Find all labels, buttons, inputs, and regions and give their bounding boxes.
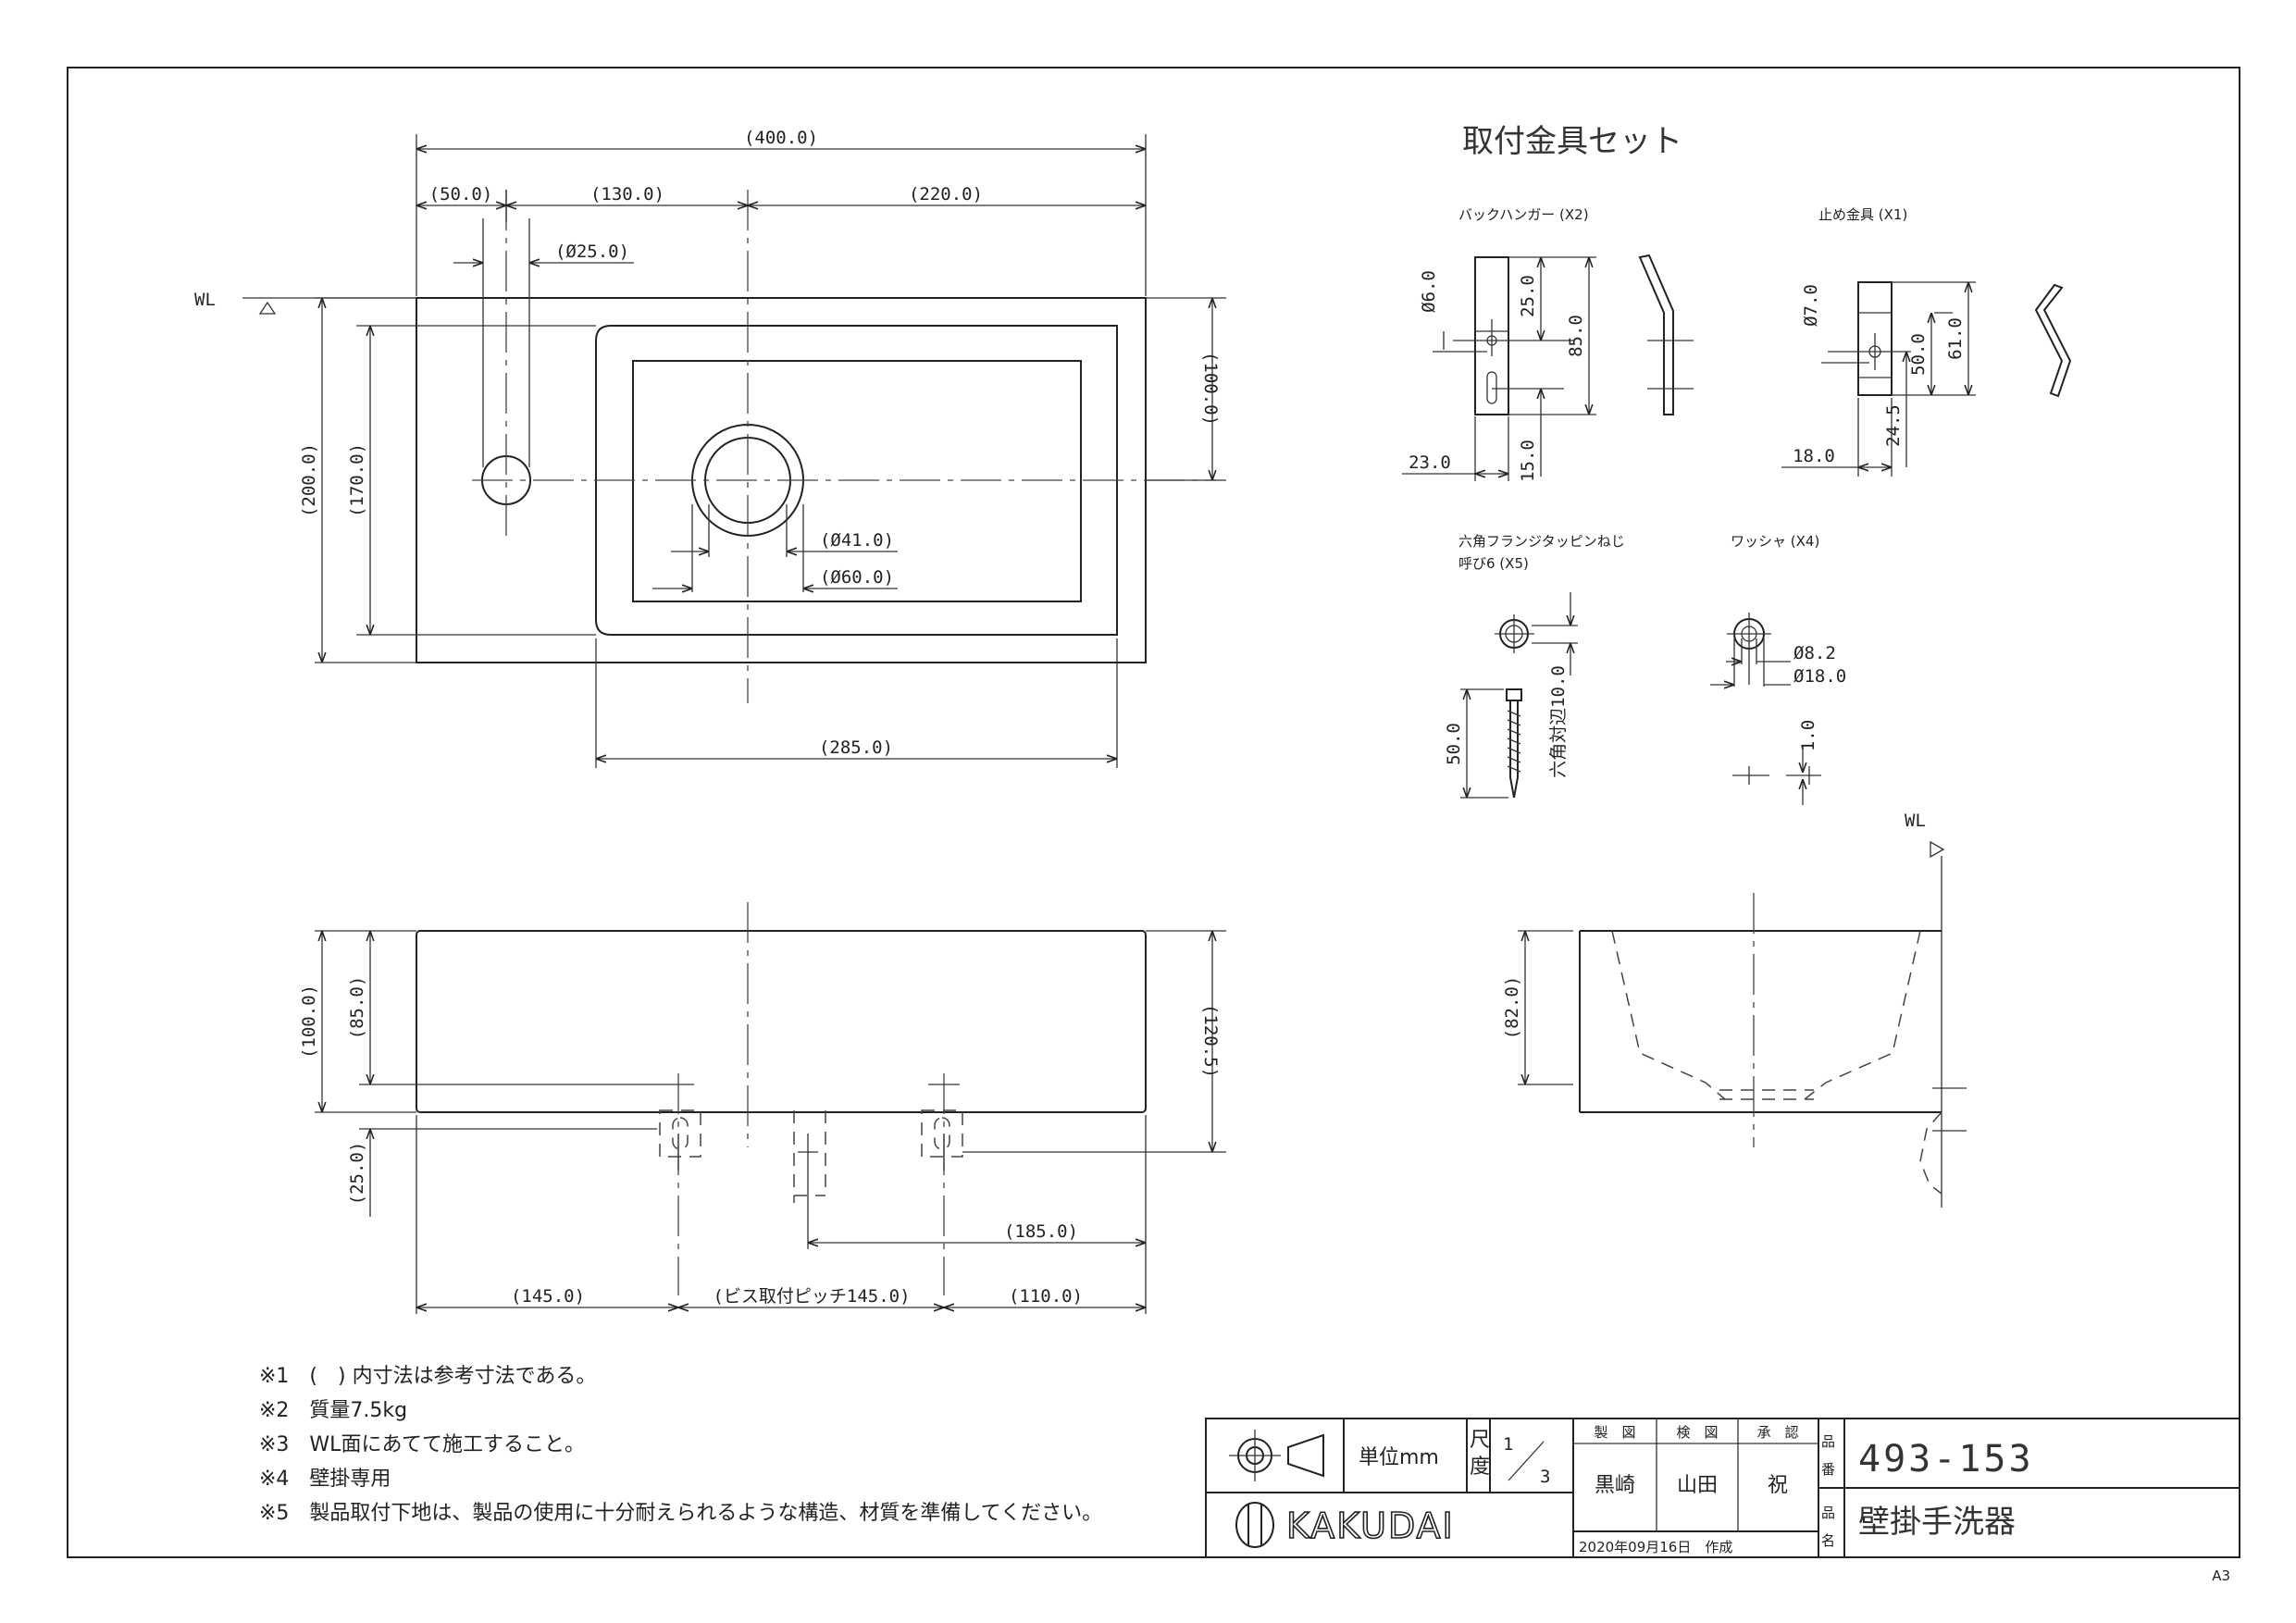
stopper-label: 止め金具 (X1): [1818, 206, 1907, 223]
top-view: WL (400.0) (50.0) (130.0) (220.0) (Ø25.0…: [194, 128, 1226, 768]
part-number: 493-153: [1858, 1438, 2034, 1481]
screw-label-1: 六角フランジタッピンねじ: [1458, 533, 1625, 550]
dim-100: (100.0): [1200, 352, 1221, 426]
dim-front-25: (25.0): [347, 1142, 367, 1206]
unit-label: 単位mm: [1359, 1446, 1439, 1469]
dim-stopper-18: 18.0: [1793, 446, 1835, 466]
hin-label-2: 品: [1821, 1505, 1835, 1521]
scale-denominator: 3: [1540, 1467, 1550, 1487]
dim-285: (285.0): [819, 737, 893, 758]
kakudai-logo: KAKUDAI: [1235, 1502, 1455, 1548]
dim-stopper-dia7: Ø7.0: [1801, 284, 1821, 327]
dim-400: (400.0): [744, 128, 818, 148]
note-2: ※2 質量7.5kg: [259, 1399, 407, 1422]
dim-hanger-25: 25.0: [1518, 275, 1538, 317]
dim-screw-50: 50.0: [1444, 723, 1464, 765]
dim-washer-8: Ø8.2: [1793, 643, 1836, 663]
dim-front-110: (110.0): [1009, 1286, 1083, 1307]
dim-front-185: (185.0): [1004, 1221, 1078, 1242]
col-check: 検 図: [1676, 1424, 1718, 1441]
dim-220: (220.0): [909, 184, 983, 204]
sheet-size: A3: [2212, 1567, 2230, 1584]
dim-hanger-dia6: Ø6.0: [1419, 270, 1439, 313]
notes: ※1 ( ) 内寸法は参考寸法である。 ※2 質量7.5kg ※3 WL面にあて…: [259, 1365, 1102, 1525]
dim-dia60: (Ø60.0): [820, 567, 894, 588]
dim-screw-hex: 六角対辺10.0: [1548, 665, 1569, 778]
washer-label: ワッシャ (X4): [1731, 533, 1819, 550]
screw-label-2: 呼び6 (X5): [1458, 555, 1529, 572]
note-3: ※3 WL面にあてて施工すること。: [259, 1433, 585, 1456]
stopper-bracket: 止め金具 (X1) Ø7.0 50.0 61.0 24.5 18.0: [1781, 206, 2072, 477]
hin-label-1: 品: [1821, 1433, 1835, 1450]
scale-label-2: 度: [1470, 1456, 1490, 1479]
back-hanger-label: バックハンガー (X2): [1458, 206, 1589, 223]
side-view: WL (82.0): [1502, 811, 1967, 1208]
side-wl-label: WL: [1905, 811, 1926, 831]
dim-hanger-15: 15.0: [1518, 440, 1538, 482]
wl-label: WL: [194, 290, 216, 310]
sheet-border: [67, 67, 2240, 1558]
title-block: 単位mm 尺 度 1 3 製 図 検 図 承 認 黒崎 山田 祝 2020年09…: [1205, 1418, 2240, 1558]
note-1: ※1 ( ) 内寸法は参考寸法である。: [259, 1365, 596, 1388]
dim-washer-18: Ø18.0: [1793, 666, 1846, 687]
front-view: (100.0) (85.0) (120.5) (25.0) (185.0) (1…: [299, 902, 1226, 1314]
dim-hanger-85: 85.0: [1566, 315, 1586, 357]
projection-symbol-icon: [1229, 1430, 1324, 1481]
scale-label-1: 尺: [1470, 1429, 1490, 1452]
dim-hanger-23: 23.0: [1409, 452, 1451, 473]
brand-wordmark: KAKUDAI: [1286, 1505, 1455, 1546]
product-name: 壁掛手洗器: [1858, 1504, 2016, 1541]
dim-170: (170.0): [347, 443, 367, 517]
drawn-by: 黒崎: [1595, 1474, 1635, 1497]
ban-label: 番: [1821, 1461, 1835, 1478]
dim-front-145: (145.0): [511, 1286, 585, 1307]
tapping-screw: 六角フランジタッピンねじ 呼び6 (X5) 50.0 六角対辺10.0: [1444, 533, 1625, 799]
note-5: ※5 製品取付下地は、製品の使用に十分耐えられるような構造、材質を準備してくださ…: [259, 1502, 1102, 1525]
dim-washer-1: 1.0: [1798, 720, 1818, 751]
note-4: ※4 壁掛専用: [259, 1468, 391, 1491]
dim-front-85: (85.0): [347, 976, 367, 1040]
back-hanger: バックハンガー (X2) Ø6.0 25.0 85.0 23.0 15.0: [1402, 206, 1694, 482]
dim-side-82: (82.0): [1502, 976, 1522, 1040]
approved-by: 祝: [1768, 1474, 1788, 1497]
washer: ワッシャ (X4) Ø8.2 Ø18.0 1.0: [1710, 533, 1846, 805]
dim-dia25: (Ø25.0): [555, 242, 629, 262]
dim-stopper-50: 50.0: [1908, 333, 1929, 376]
dim-dia41: (Ø41.0): [820, 530, 894, 551]
dim-50: (50.0): [429, 184, 493, 204]
dim-front-pitch: (ビス取付ピッチ145.0): [713, 1286, 910, 1307]
checked-by: 山田: [1677, 1474, 1718, 1497]
parts-heading: 取付金具セット: [1462, 123, 1682, 160]
col-approve: 承 認: [1756, 1424, 1798, 1441]
col-draw: 製 図: [1594, 1424, 1635, 1441]
drawing-date: 2020年09月16日 作成: [1579, 1539, 1732, 1555]
mei-label: 名: [1821, 1532, 1835, 1549]
dim-130: (130.0): [590, 184, 664, 204]
dim-stopper-61: 61.0: [1945, 317, 1966, 360]
dim-front-100: (100.0): [299, 985, 319, 1059]
dim-front-120: (120.5): [1200, 1004, 1221, 1078]
dim-200: (200.0): [299, 443, 319, 517]
scale-numerator: 1: [1503, 1434, 1513, 1455]
dim-stopper-24: 24.5: [1883, 404, 1904, 447]
